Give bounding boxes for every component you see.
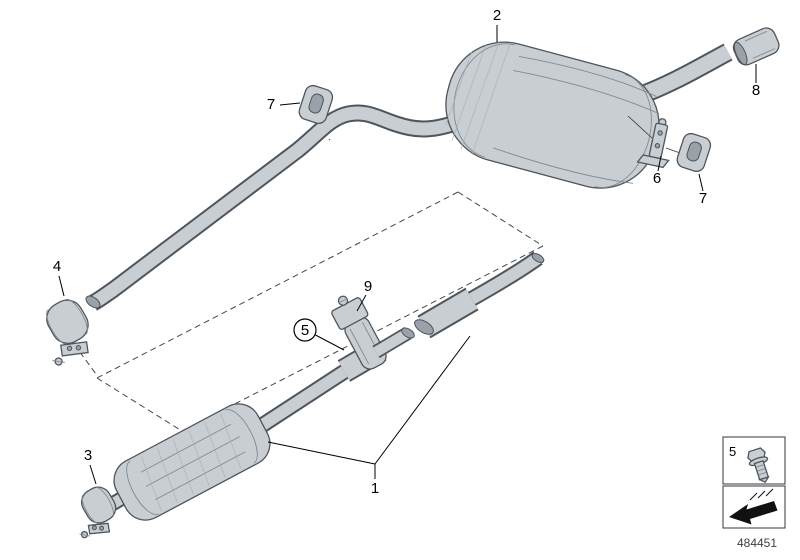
part-tailpipe: [632, 43, 733, 106]
callout-3[interactable]: 3: [84, 447, 97, 485]
callout-8-label[interactable]: 8: [752, 82, 760, 99]
callout-3-leader: [89, 464, 97, 485]
callout-7-right-leader: [698, 173, 704, 192]
part-clamp-9: [331, 295, 387, 370]
callout-6[interactable]: 6: [653, 155, 662, 187]
legend-arrow-box: [722, 485, 786, 529]
callout-7-right-label[interactable]: 7: [699, 190, 707, 207]
legend-bolt-item-label: 5: [729, 444, 736, 459]
direction-arrow-icon: [729, 488, 778, 525]
bolt-icon: [747, 447, 770, 483]
callout-6-leader: [657, 155, 662, 172]
callout-1-leader: [267, 335, 471, 479]
callout-1[interactable]: 1: [267, 335, 471, 497]
part-clamp-4: [46, 298, 89, 366]
part-center-muffler: [113, 403, 271, 521]
part-bracket: [636, 118, 670, 169]
callout-9[interactable]: 9: [356, 278, 372, 312]
callout-7-right[interactable]: 7: [698, 173, 707, 207]
part-rubber-mount-right: [676, 132, 712, 173]
legend: 5 484451: [722, 436, 786, 550]
callout-1-label[interactable]: 1: [371, 480, 379, 497]
callout-5-label[interactable]: 5: [301, 322, 309, 339]
callout-9-leader: [356, 294, 367, 312]
bracket-leader-lines: [627, 115, 681, 154]
callout-7-left-leader: [279, 102, 301, 106]
part-exhaust-tip: [732, 27, 780, 66]
part-rear-muffler: [445, 41, 660, 189]
callout-7-left[interactable]: 7: [267, 96, 301, 113]
part-pipe-end: [372, 326, 415, 359]
callout-3-label[interactable]: 3: [84, 447, 92, 464]
callout-4[interactable]: 4: [53, 258, 65, 297]
part-rubber-mount-left: [298, 84, 334, 125]
callout-8[interactable]: 8: [752, 64, 760, 99]
callout-6-label[interactable]: 6: [653, 170, 661, 187]
callout-5-circled[interactable]: 5: [293, 318, 345, 351]
part-clamp-3: [79, 486, 117, 539]
part-intermediate-pipe: [414, 251, 545, 339]
part-number: 484451: [737, 536, 777, 550]
callout-4-label[interactable]: 4: [53, 258, 61, 275]
part-front-pipe: [85, 104, 461, 311]
callout-9-label[interactable]: 9: [364, 278, 372, 295]
callout-5-circle[interactable]: [293, 318, 317, 342]
part-center-muffler-outlet-pipe: [253, 361, 355, 435]
callout-7-left-label[interactable]: 7: [267, 96, 275, 113]
callout-5-leader: [315, 334, 345, 351]
callout-2[interactable]: 2: [493, 7, 501, 42]
callout-4-leader: [58, 275, 65, 297]
callout-2-label[interactable]: 2: [493, 7, 501, 24]
